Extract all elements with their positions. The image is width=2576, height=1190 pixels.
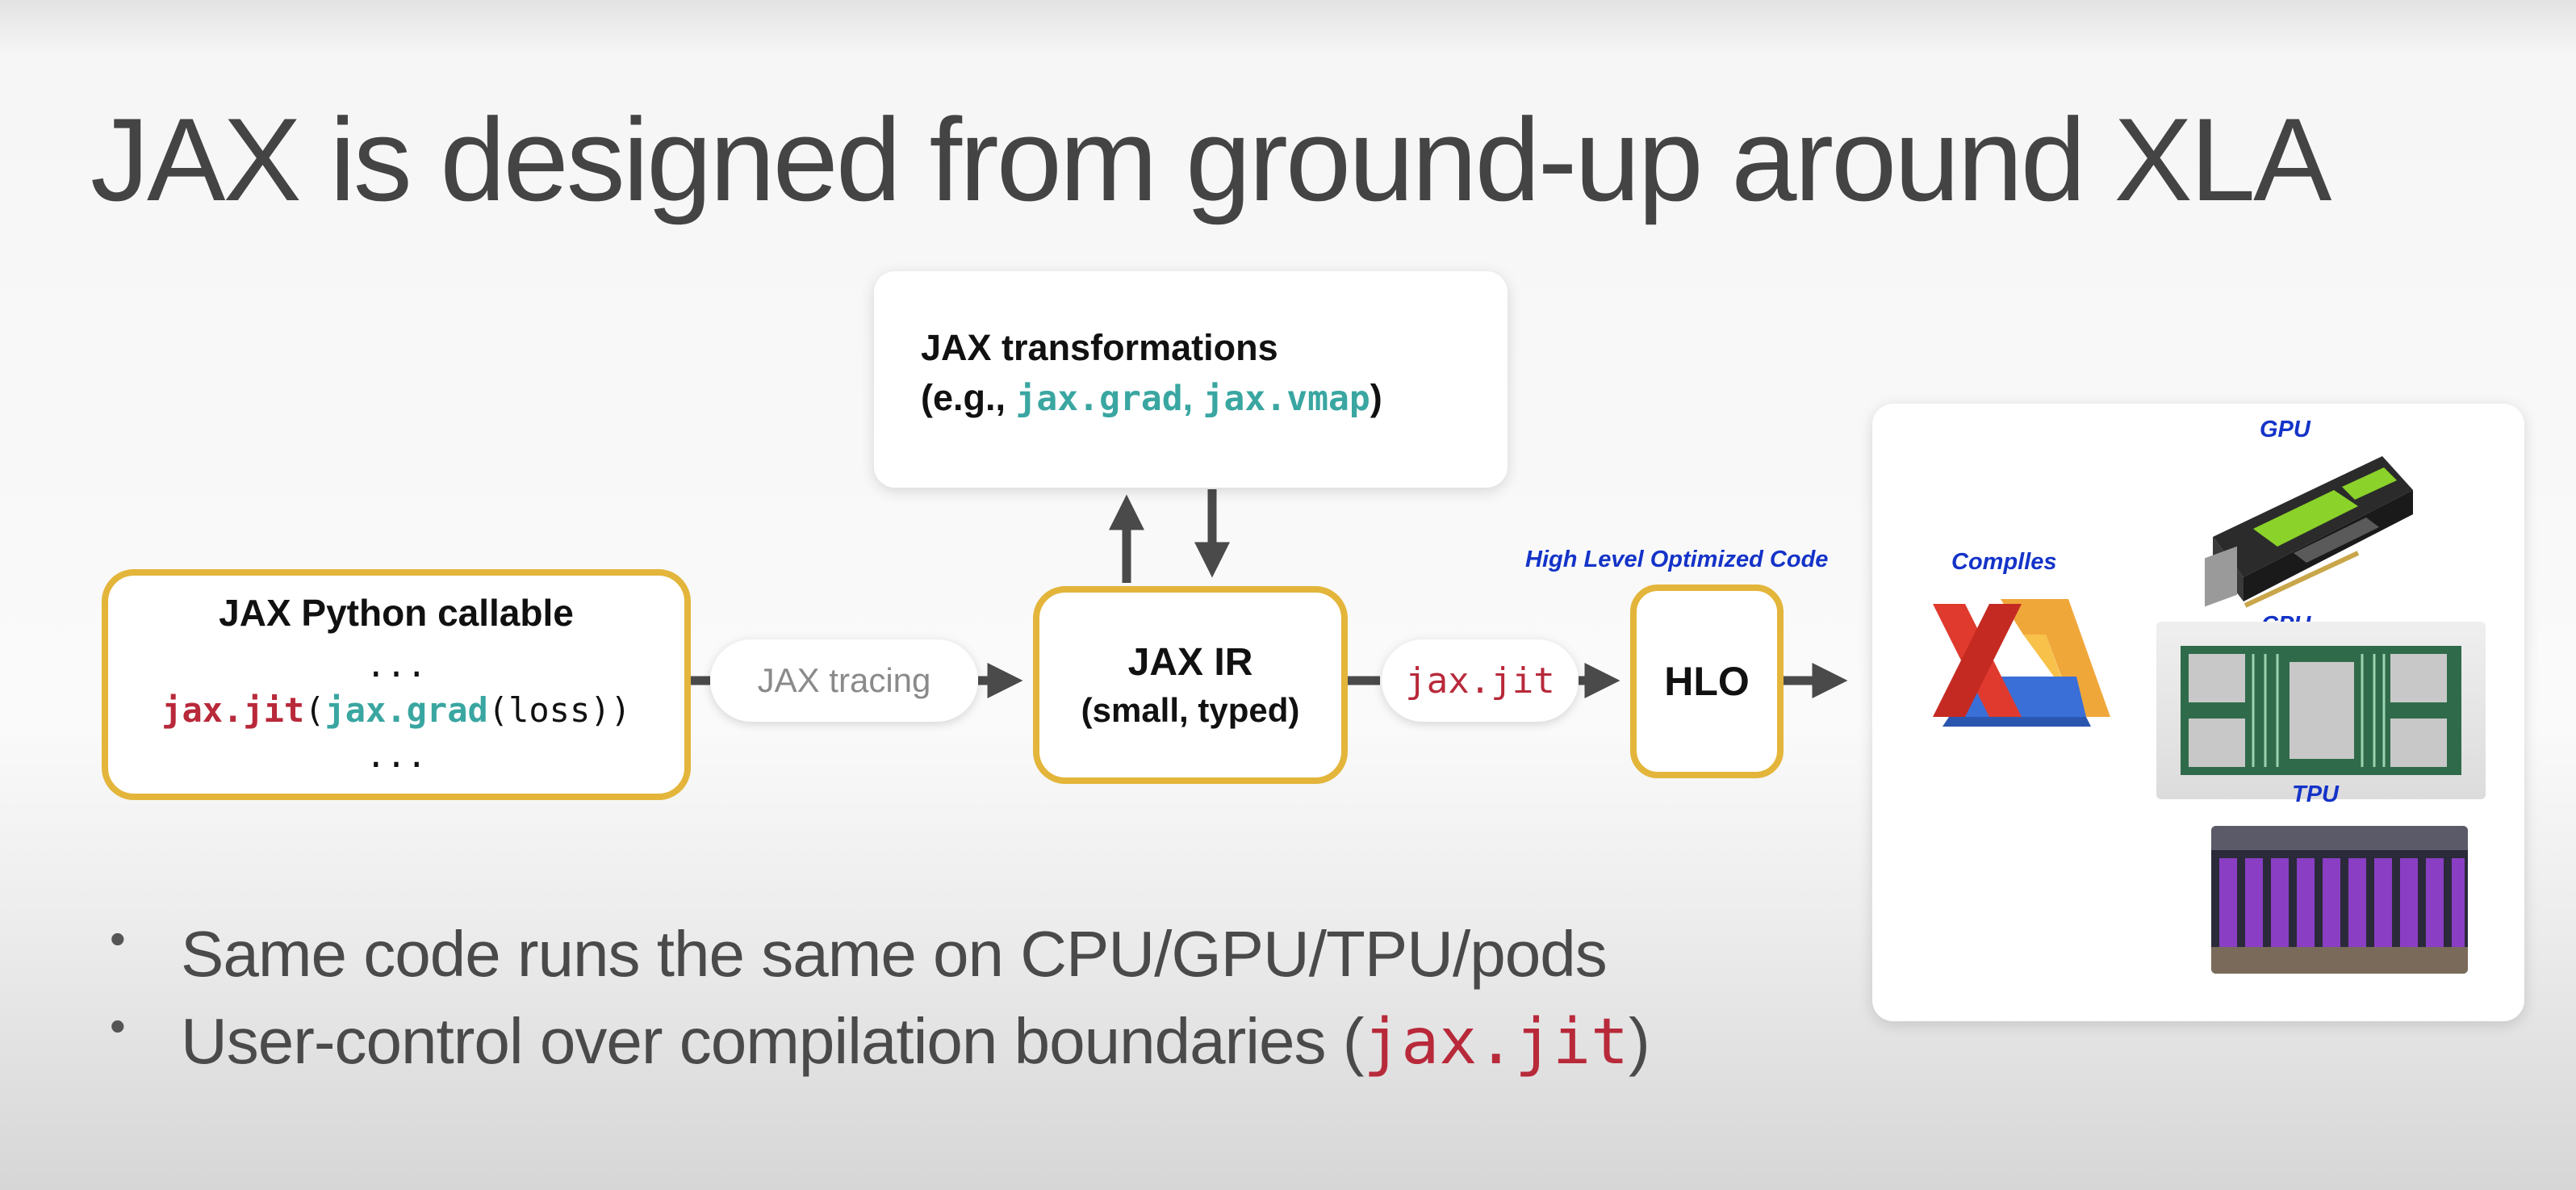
jax-ir-title: JAX IR (1127, 641, 1253, 684)
transformations-box: JAX transformations (e.g., jax.grad, jax… (874, 271, 1508, 488)
code-jax-jit: jax.jit (161, 690, 305, 730)
hlo-caption: High Level Optimized Code (1525, 547, 1829, 572)
ellipsis-top: ... (366, 645, 427, 685)
jax-tracing-pill: JAX tracing (710, 639, 978, 722)
gpu-label: GPU (2260, 417, 2310, 442)
ellipsis-bottom: ... (366, 735, 427, 775)
jax-ir-box: JAX IR (small, typed) (1033, 586, 1348, 784)
cpu-board-icon (2156, 622, 2486, 799)
transformations-examples: (e.g., jax.grad, jax.vmap) (921, 377, 1382, 419)
python-callable-box: JAX Python callable ... jax.jit(jax.grad… (102, 569, 691, 800)
tpu-pod-icon (2211, 826, 2468, 974)
bullet-1: • Same code runs the same on CPU/GPU/TPU… (110, 913, 1608, 990)
tpu-label: TPU (2292, 781, 2339, 807)
transformations-title: JAX transformations (921, 327, 1278, 368)
bullet-2: • User-control over compilation boundari… (110, 1000, 1650, 1079)
jax-jit-pill: jax.jit (1382, 639, 1579, 722)
bullet-marker: • (110, 913, 126, 964)
code-jax-vmap: jax.vmap (1202, 379, 1370, 419)
code-line: jax.jit(jax.grad(loss)) (161, 690, 631, 730)
compiles-label: Complles (1951, 549, 2057, 575)
code-jax-grad: jax.grad (1015, 379, 1183, 419)
bullet-marker: • (110, 1000, 126, 1051)
code-jax-grad-call: jax.grad (324, 690, 488, 730)
python-callable-title: JAX Python callable (219, 592, 574, 634)
hlo-box: HLO (1630, 585, 1784, 778)
bullet-code-jax-jit: jax.jit (1363, 1006, 1629, 1079)
jax-ir-subtitle: (small, typed) (1081, 691, 1300, 729)
gpu-card-icon (2205, 456, 2413, 608)
slide-title: JAX is designed from ground-up around XL… (90, 94, 2331, 225)
xla-logo-icon (1933, 599, 2110, 727)
